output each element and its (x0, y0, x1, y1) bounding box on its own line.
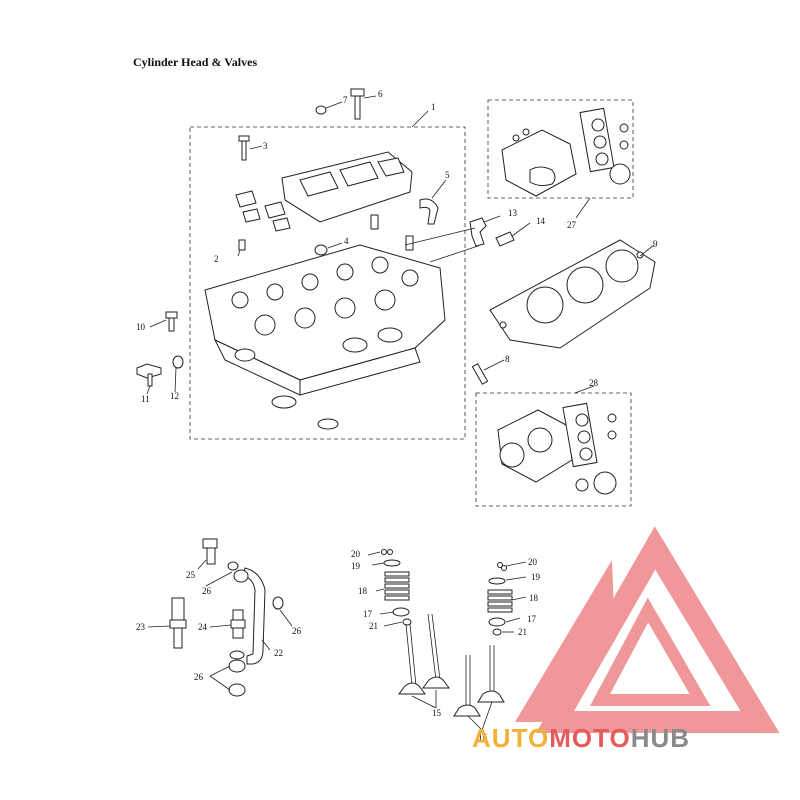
callout-21-left: 21 (369, 621, 378, 631)
callout-22: 22 (274, 648, 283, 658)
callout-26-low: 26 (194, 672, 204, 682)
watermark-word-auto: AUTO (472, 723, 549, 753)
gasket-kit-28-box (475, 392, 632, 507)
watermark-word-hub: HUB (631, 723, 690, 753)
callout-7: 7 (343, 95, 348, 105)
breather-elbow-5 (419, 198, 439, 225)
callout-3: 3 (263, 141, 268, 151)
callout-12: 12 (170, 391, 179, 401)
fitting-24 (230, 609, 246, 639)
cylinder-head-group-box (189, 126, 466, 440)
callout-16: 16 (478, 732, 488, 742)
bolt-10-head (165, 311, 178, 319)
callout-18-left: 18 (358, 586, 368, 596)
exhaust-seal-right (317, 418, 339, 430)
callout-21-right: 21 (518, 627, 527, 637)
callout-9: 9 (653, 239, 658, 249)
valve-train-right (453, 562, 513, 717)
cam-carrier (281, 151, 413, 223)
pipe-22 (242, 567, 266, 665)
callout-27: 27 (567, 220, 577, 230)
callout-5: 5 (445, 170, 450, 180)
leader-lines (146, 95, 655, 731)
callout-6: 6 (378, 89, 383, 99)
callout-4: 4 (344, 236, 349, 246)
exhaust-seal-left (271, 395, 297, 409)
gasket-kit-27-contents (501, 107, 631, 197)
washer-7 (315, 105, 327, 115)
washer-26-right (272, 596, 284, 610)
callout-14: 14 (536, 216, 546, 226)
callout-15: 15 (432, 708, 442, 718)
bolt-10 (168, 316, 175, 332)
sensor-11-stem (147, 373, 153, 387)
sensor-11 (136, 363, 162, 379)
washer-26-mid (233, 569, 249, 583)
sensor-23 (169, 597, 187, 649)
washer-26-low2 (228, 683, 246, 697)
washer-26-low1 (228, 659, 246, 673)
bolt-6 (354, 94, 361, 120)
bolt-25 (202, 538, 218, 565)
valve-train-left (381, 549, 450, 695)
bracket-13 (469, 217, 487, 247)
callout-18-right: 18 (529, 593, 539, 603)
callout-26-right: 26 (292, 626, 302, 636)
callout-13: 13 (508, 208, 518, 218)
callout-26-mid: 26 (202, 586, 212, 596)
callout-24: 24 (198, 622, 208, 632)
callout-8: 8 (505, 354, 510, 364)
callout-17-left: 17 (363, 609, 373, 619)
cam-caps (235, 190, 291, 232)
callout-20-right: 20 (528, 557, 538, 567)
callout-20-left: 20 (351, 549, 361, 559)
callout-1: 1 (431, 102, 436, 112)
washer-26-top (227, 561, 239, 571)
page-title: Cylinder Head & Valves (133, 55, 258, 69)
callout-19-left: 19 (351, 561, 361, 571)
callout-10: 10 (136, 322, 146, 332)
watermark-text: AUTOMOTOHUB (472, 723, 690, 753)
callout-11: 11 (141, 394, 150, 404)
head-gasket (489, 239, 656, 349)
plug-4 (314, 244, 328, 256)
washer-12 (172, 355, 184, 369)
bolt-3-head (238, 135, 250, 142)
callout-2: 2 (214, 254, 219, 264)
bolt-6-head (350, 88, 365, 97)
dowel-2 (238, 239, 246, 251)
gasket-kit-28-contents (497, 402, 617, 495)
watermark-logo (515, 526, 780, 733)
union-bolt-14 (495, 231, 515, 247)
dowel-8 (471, 363, 489, 385)
callout-labels: 1 2 3 4 5 6 7 8 9 10 11 12 13 14 15 16 1… (136, 89, 658, 742)
callout-23: 23 (136, 622, 146, 632)
gasket-kit-27-box (487, 99, 634, 199)
washer-26-low0 (229, 650, 245, 660)
bolt-3 (241, 139, 247, 161)
callout-17-right: 17 (527, 614, 537, 624)
callout-28: 28 (589, 378, 599, 388)
callout-19-right: 19 (531, 572, 541, 582)
sleeve-center (370, 214, 379, 230)
watermark-word-moto: MOTO (549, 723, 631, 753)
callout-25: 25 (186, 570, 196, 580)
cylinder-head (204, 244, 446, 396)
